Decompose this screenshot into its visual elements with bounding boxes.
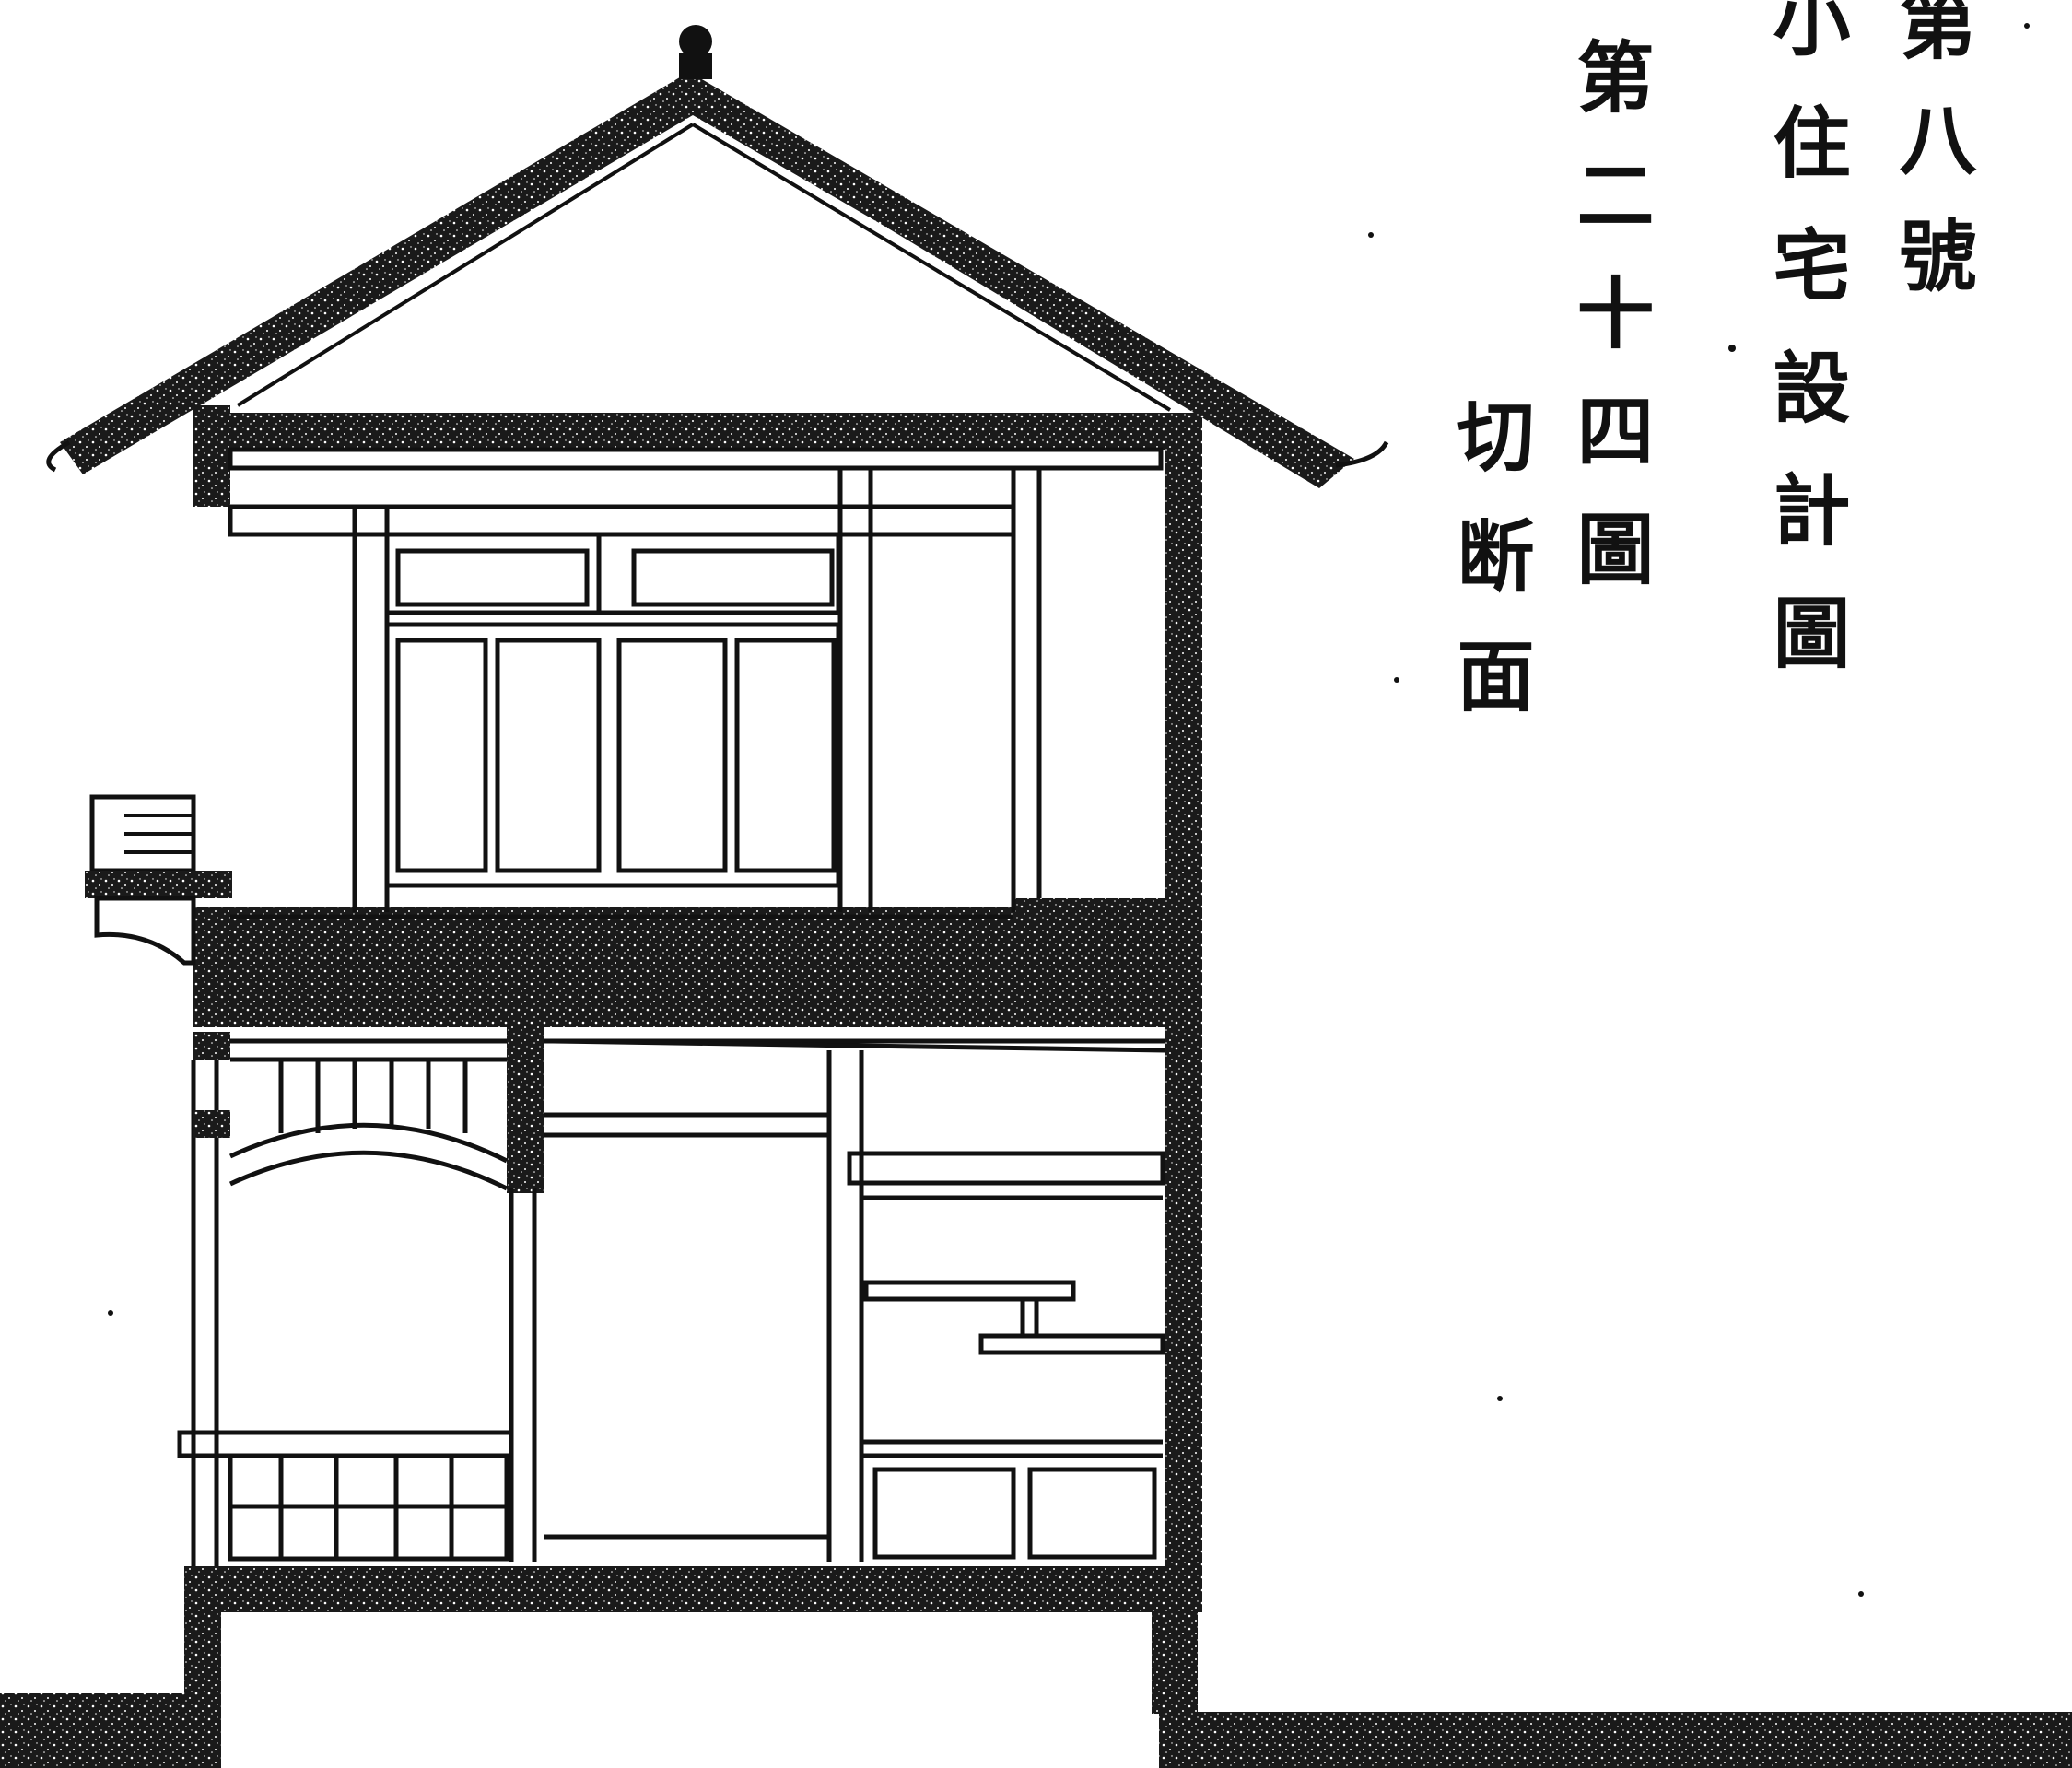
floor-slabs xyxy=(193,413,1202,1027)
roof xyxy=(46,25,1389,488)
drawing-title-label: 小住宅設計圖 xyxy=(1761,0,1852,715)
series-number-label: 第八號 xyxy=(1887,0,1978,332)
balcony xyxy=(85,794,232,966)
section-label: 切断面 xyxy=(1445,396,1536,755)
lower-floor xyxy=(177,1023,1166,1566)
ground xyxy=(0,1693,2072,1768)
upper-floor xyxy=(228,447,1164,919)
figure-number-label: 第二十四圖 xyxy=(1564,37,1656,626)
specks xyxy=(108,23,2030,1597)
